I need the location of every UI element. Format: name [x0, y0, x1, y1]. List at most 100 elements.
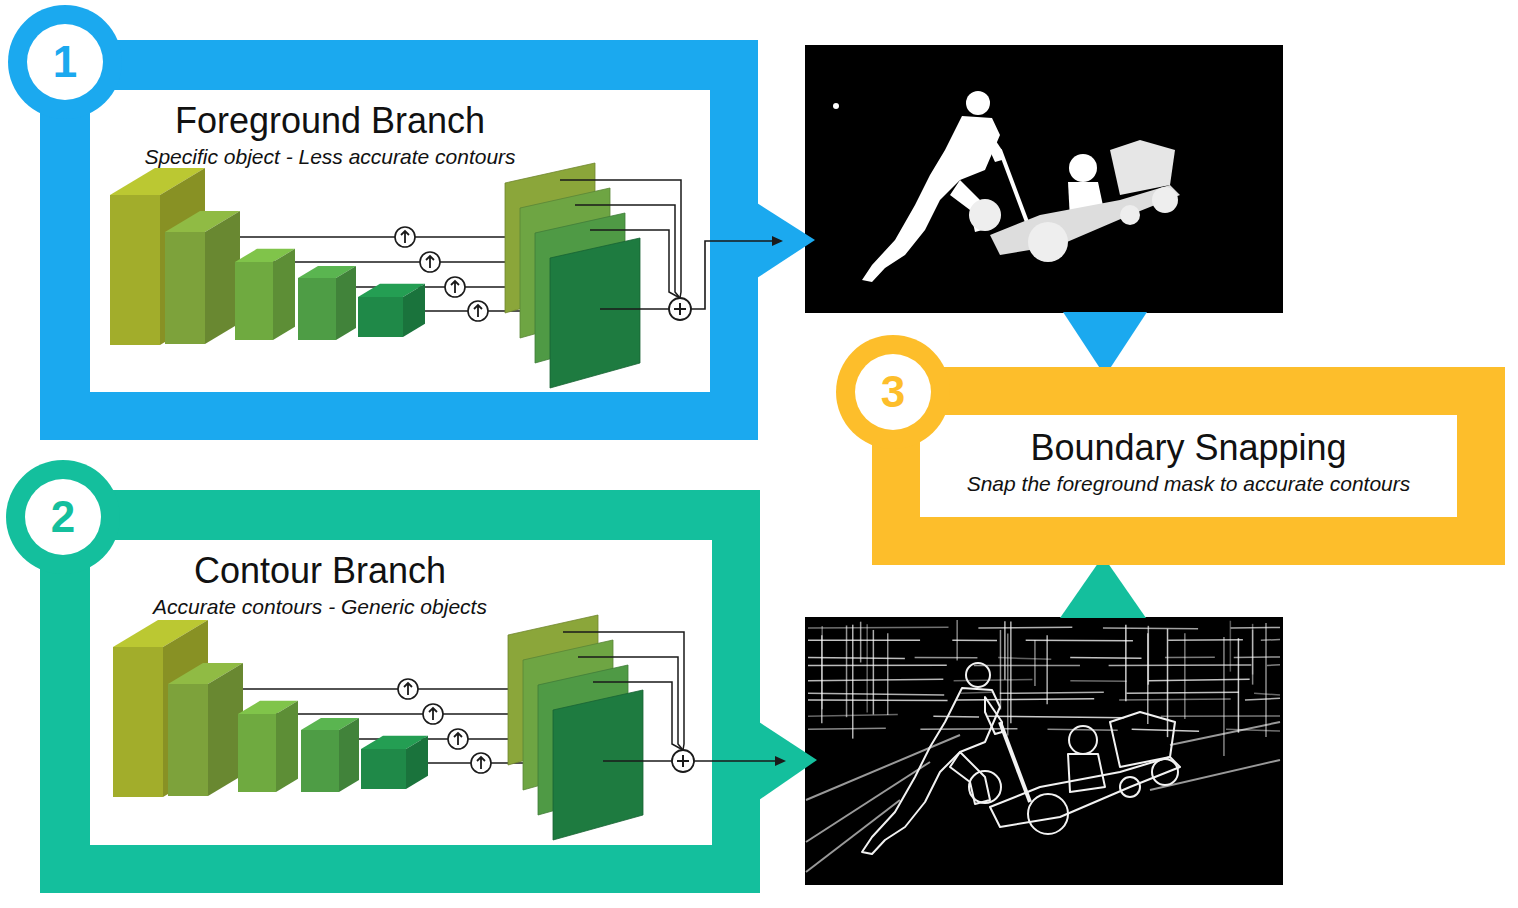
block-front	[165, 232, 205, 344]
decoder-slab	[535, 213, 625, 363]
building-edge	[1161, 715, 1280, 717]
building-edge	[808, 693, 944, 695]
block-top	[361, 736, 428, 749]
building-edge	[1026, 640, 1133, 642]
merge-line	[560, 180, 681, 298]
block-front	[238, 714, 276, 792]
block-top	[113, 620, 208, 647]
building-edge	[978, 627, 1072, 629]
building-edge	[1252, 624, 1254, 675]
runner-body	[862, 116, 1000, 282]
decoder-slab	[508, 615, 598, 765]
runner-head	[966, 91, 990, 115]
runner-body	[862, 688, 1000, 854]
merge-line	[603, 760, 672, 762]
child-head	[1069, 154, 1097, 182]
upsample-arrow	[477, 757, 485, 769]
building-edge	[998, 658, 1051, 660]
block-side	[205, 211, 240, 344]
decoder-slab	[538, 665, 628, 815]
branch-subtitle: Specific object - Less accurate contours	[95, 144, 565, 169]
decoder-slab	[520, 188, 610, 338]
upsample-arrow	[429, 708, 437, 720]
badge-disc: 1	[27, 24, 103, 100]
output-line	[691, 241, 772, 309]
block-side	[403, 284, 425, 337]
block-top	[168, 663, 243, 684]
block-front	[298, 278, 336, 340]
pointer-triangle	[1060, 556, 1146, 618]
output-line	[694, 760, 775, 762]
building-edge	[1004, 621, 1006, 679]
pointer-triangle	[759, 722, 817, 800]
block-top	[238, 701, 298, 714]
upsample-symbol	[395, 227, 415, 247]
building-edge	[974, 665, 1080, 667]
skip-line	[403, 310, 560, 312]
building-edge	[1132, 729, 1199, 731]
sum-plus	[674, 303, 686, 315]
runner-arm	[985, 697, 1002, 734]
step-badge: 2	[6, 460, 120, 574]
road-edge	[806, 762, 930, 842]
skip-line	[215, 236, 520, 238]
network-diagram	[113, 615, 786, 840]
stroller-handle	[1000, 722, 1030, 802]
upsample-arrow	[426, 256, 434, 268]
branch-subtitle: Accurate contours - Generic objects	[110, 594, 530, 619]
kart-wheel	[1152, 759, 1178, 785]
building-edge	[1070, 657, 1141, 659]
building-edge	[808, 728, 886, 729]
block-front	[113, 647, 163, 797]
output-arrowhead	[775, 756, 786, 766]
callout-number: 3	[881, 370, 905, 414]
building-edge	[956, 699, 1094, 700]
decoder-slab	[553, 690, 643, 840]
child-head	[1069, 726, 1097, 754]
upsample-symbol	[420, 252, 440, 272]
sum-symbol	[669, 298, 691, 320]
text-block: Foreground BranchSpecific object - Less …	[95, 100, 565, 170]
mask-speck	[833, 103, 839, 109]
sum-plus	[677, 755, 689, 767]
kart-wheel	[969, 199, 1001, 231]
upsample-arrow	[474, 305, 482, 317]
block-side	[273, 249, 295, 340]
block-side	[336, 266, 356, 340]
block-front	[301, 730, 339, 792]
decoder-slab	[523, 640, 613, 790]
upsample-symbol	[398, 679, 418, 699]
text-block: Contour BranchAccurate contours - Generi…	[110, 550, 530, 620]
badge-disc: 2	[25, 479, 101, 555]
building-edge	[1245, 698, 1280, 700]
building-edge	[1034, 640, 1036, 686]
block-top	[165, 211, 240, 232]
building-edge	[808, 679, 943, 681]
block-front	[235, 262, 273, 340]
building-edge	[1238, 638, 1240, 732]
building-edge	[808, 699, 948, 701]
merge-line	[600, 308, 669, 310]
building-edge	[1007, 633, 1009, 735]
upsample-arrow	[451, 281, 459, 293]
merge-line	[578, 657, 683, 750]
upsample-symbol	[448, 729, 468, 749]
building-edge	[1168, 639, 1243, 641]
block-side	[276, 701, 298, 792]
building-edge	[1223, 637, 1225, 756]
branch-title: Contour Branch	[110, 550, 530, 591]
decoder-slab	[550, 238, 640, 388]
building-edge	[808, 626, 948, 628]
building-edge	[1070, 680, 1126, 682]
upsample-symbol	[471, 753, 491, 773]
building-edge	[1265, 623, 1267, 737]
block-top	[235, 249, 295, 262]
building-edge	[1125, 625, 1127, 702]
branch-subtitle: Snap the foreground mask to accurate con…	[920, 471, 1457, 496]
step-badge: 3	[836, 335, 950, 449]
skip-line	[336, 286, 548, 288]
runner-head	[966, 663, 990, 687]
building-edge	[1147, 633, 1149, 724]
building-edge	[1010, 622, 1012, 724]
